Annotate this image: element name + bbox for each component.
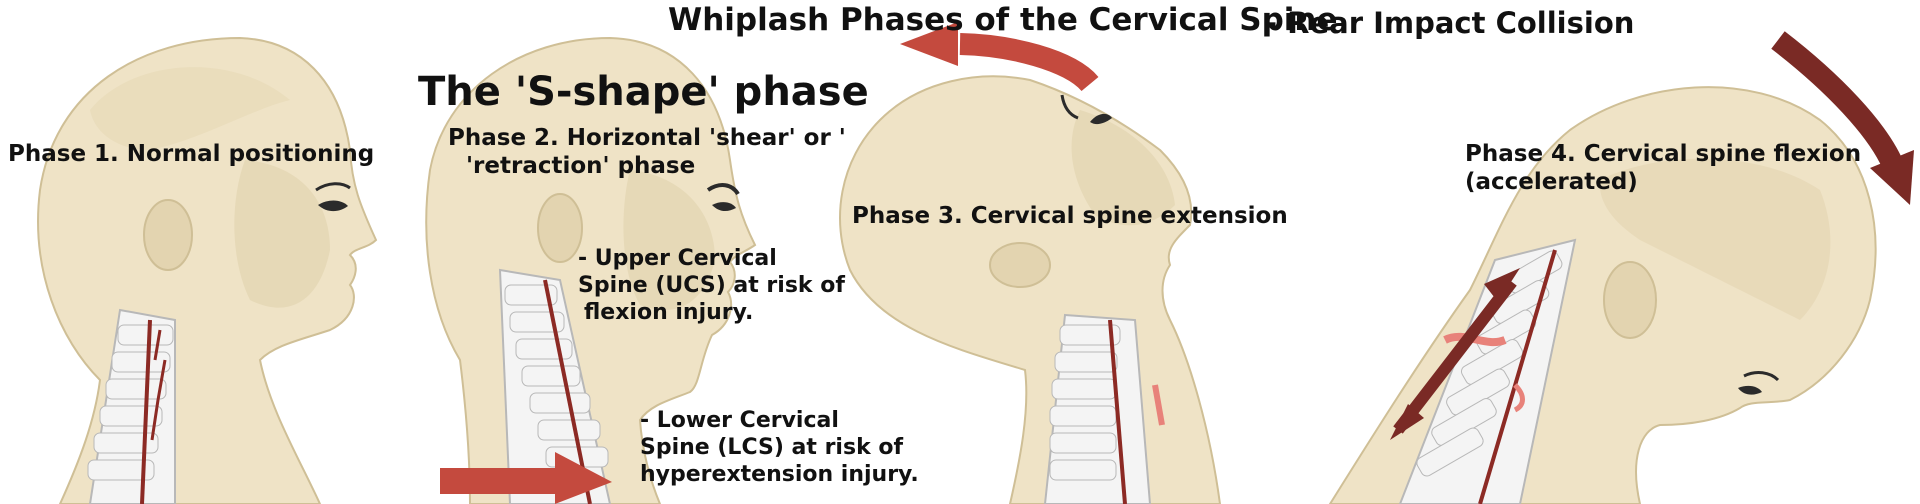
- phase1-ear: [143, 199, 193, 271]
- phase3-cervical-spine: [1043, 313, 1165, 504]
- phase1-cranium-shade: [90, 67, 290, 150]
- figure-phase3-head: [839, 22, 1222, 504]
- phase3-face-shade: [1071, 110, 1175, 226]
- phase3-eyebrow: [1060, 94, 1079, 120]
- phase4-cervical-spine: [1398, 238, 1577, 504]
- lcs-note-line2: Spine (LCS) at risk of: [640, 434, 904, 460]
- lcs-note-line1: - Lower Cervical: [640, 408, 839, 433]
- phase2-label-line2: 'retraction' phase: [466, 153, 696, 180]
- diagram-title: Whiplash Phases of the Cervical Spine: [668, 2, 1338, 38]
- phase3-motion-arrow: [959, 33, 1099, 92]
- phase4-distraction-arrowhead-top: [1484, 268, 1520, 302]
- ucs-risk-note: - Upper Cervical Spine (UCS) at risk of …: [578, 246, 845, 326]
- figure-phase1-head: [37, 36, 378, 504]
- phase2-push-arrow: [440, 452, 612, 504]
- phase4-label: Phase 4. Cervical spine flexion (acceler…: [1465, 140, 1861, 196]
- phase4-distraction-arrow: [1393, 278, 1517, 434]
- phase2-face-shade: [623, 170, 715, 310]
- phase4-eyebrow: [1743, 371, 1780, 382]
- phase4-label-line1: Phase 4. Cervical spine flexion: [1465, 141, 1862, 167]
- ucs-note-line2: Spine (UCS) at risk of: [578, 272, 845, 298]
- phase2-label-line1: Phase 2. Horizontal 'shear' or ': [448, 125, 846, 151]
- ucs-note-line3: flexion injury.: [584, 299, 754, 325]
- phase1-face-shade: [234, 160, 330, 308]
- phase2-ear: [537, 193, 583, 263]
- phase1-cervical-spine: [87, 308, 176, 504]
- phase3-eye: [1090, 113, 1112, 125]
- phase2-label: Phase 2. Horizontal 'shear' or ' 'retrac…: [448, 124, 846, 180]
- phase2-eye: [712, 202, 736, 212]
- phase4-motion-arrowhead: [1870, 150, 1914, 205]
- s-shape-heading: The 'S-shape' phase: [418, 69, 869, 115]
- phase1-label: Phase 1. Normal positioning: [8, 141, 375, 167]
- phase3-ear: [989, 242, 1051, 288]
- lcs-risk-note: - Lower Cervical Spine (LCS) at risk of …: [640, 408, 919, 488]
- phase3-motion-arrowhead: [900, 22, 958, 66]
- phase1-eyebrow: [315, 182, 351, 192]
- diagram-subtitle: - Rear Impact Collision: [1265, 6, 1635, 40]
- phase4-motion-arrow: [1771, 31, 1906, 175]
- phase3-label: Phase 3. Cervical spine extension: [852, 203, 1288, 229]
- phase4-eye: [1738, 385, 1762, 395]
- phase4-distraction-arrowhead-bottom: [1390, 404, 1424, 440]
- ucs-note-line1: - Upper Cervical: [578, 246, 777, 271]
- figure-phase2-head: [425, 36, 757, 504]
- phase4-cranium-shade: [1599, 158, 1831, 320]
- phase4-ear: [1603, 261, 1657, 339]
- phase2-eyebrow: [706, 183, 740, 196]
- lcs-note-line3: hyperextension injury.: [640, 461, 919, 487]
- phase4-label-line2: (accelerated): [1465, 169, 1638, 196]
- figure-phase4-head: [1328, 31, 1914, 504]
- phase1-eye: [318, 200, 348, 212]
